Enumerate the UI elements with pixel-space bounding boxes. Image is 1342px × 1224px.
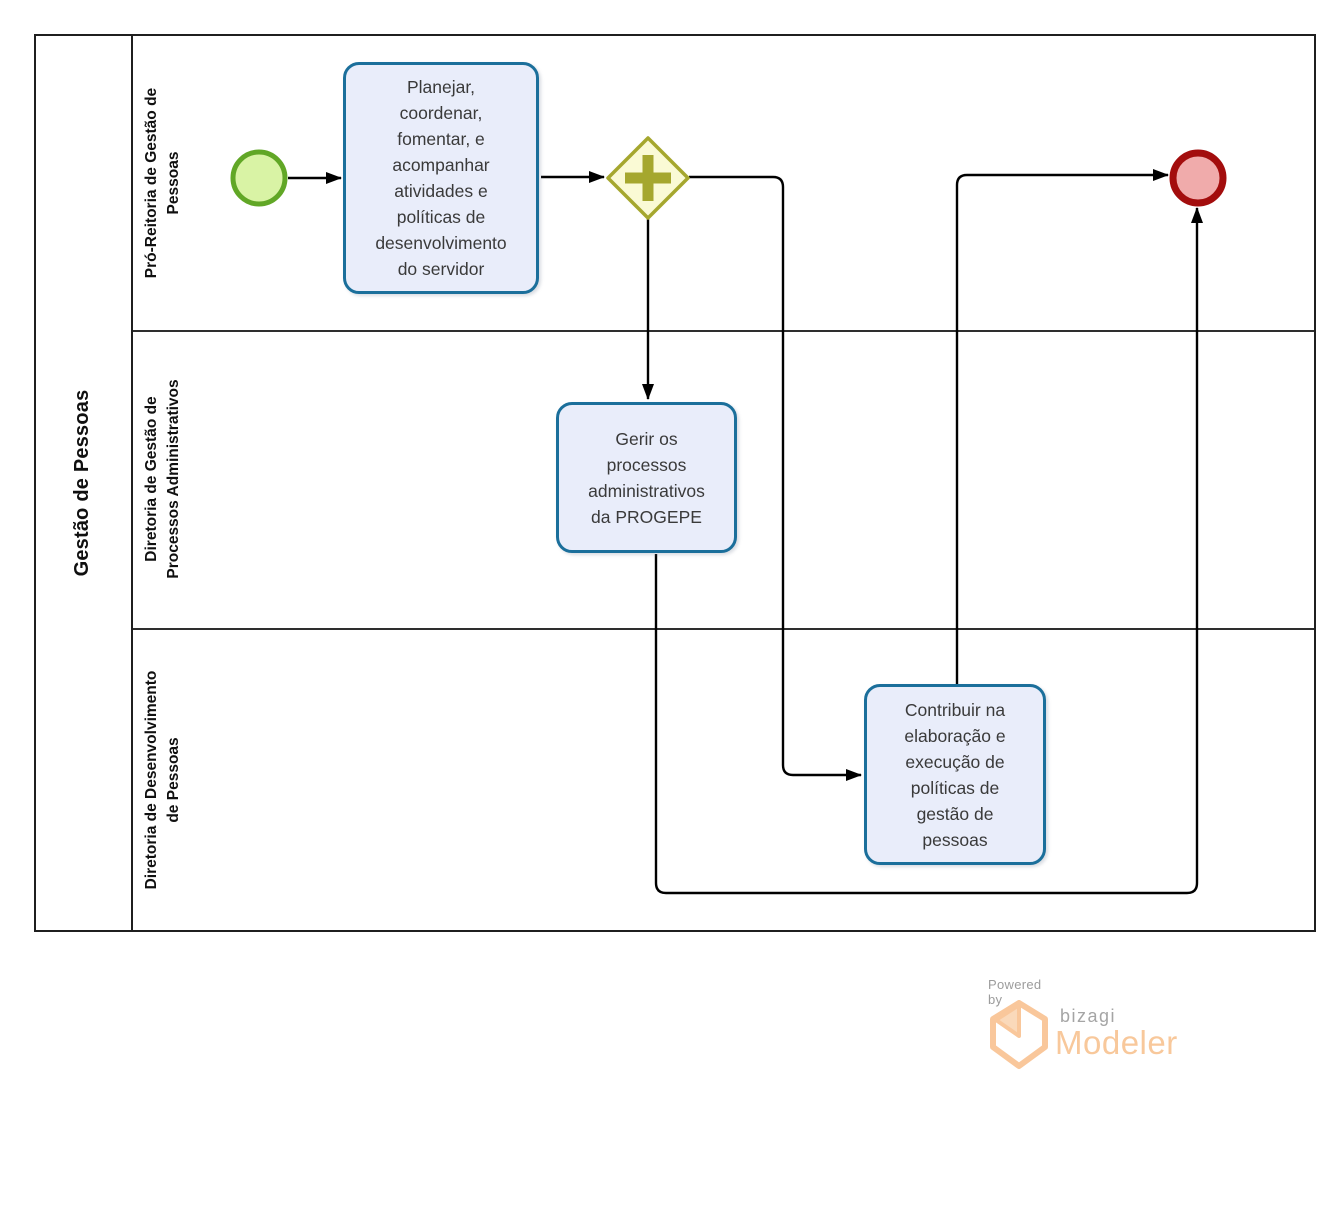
task-label-line: fomentar, e — [397, 129, 485, 149]
lane-label-gestao-processos: Diretoria de Gestão de Processos Adminis… — [138, 333, 188, 625]
lane-label-line: Diretoria de Desenvolvimento — [142, 670, 160, 890]
modeler-wordmark: Modeler — [1055, 1024, 1178, 1061]
task-label-line: Gerir os — [615, 428, 678, 449]
task-label-line: políticas de — [910, 777, 1000, 798]
lane-label-line: Diretoria de Gestão de — [142, 396, 160, 562]
lane-label-line: Processos Administrativos — [165, 379, 182, 579]
lane-label-line: Pró-Reitoria de Gestão de — [142, 87, 160, 279]
lane-label-line: de Pessoas — [165, 737, 182, 823]
task-planejar-coordenar: Planejar, coordenar, fomentar, e acompanhar… — [343, 62, 539, 294]
task-label-line: atividades e — [394, 181, 488, 201]
powered-by-label: Powered by — [988, 977, 1042, 1007]
task-label-line: processos — [606, 454, 687, 475]
lane-divider — [133, 628, 1314, 630]
plus-icon — [625, 155, 671, 201]
task-label-line: elaboração e — [904, 725, 1006, 746]
bizagi-logo-icon — [990, 1000, 1048, 1069]
task-label-line: administrativos — [588, 480, 705, 501]
task-label-line: acompanhar — [392, 155, 490, 175]
task-label-line: da PROGEPE — [591, 506, 702, 527]
start-event — [230, 149, 288, 207]
task-label-line: Contribuir na — [904, 699, 1006, 720]
pool-title: Gestão de Pessoas — [70, 389, 93, 577]
bizagi-wordmark: bizagi — [1060, 1006, 1117, 1026]
lane-label-pro-reitoria: Pró-Reitoria de Gestão de Pessoas — [138, 40, 188, 326]
lane-label-desenvolvimento: Diretoria de Desenvolvimento de Pessoas — [138, 632, 188, 928]
task-contribuir-politicas: Contribuir na elaboração e execução de polí… — [864, 684, 1046, 865]
task-label-line: coordenar, — [399, 103, 483, 123]
task-label-line: desenvolvimento — [375, 233, 507, 253]
task-label-line: execução de — [905, 751, 1005, 772]
task-label-line: gestão de — [916, 803, 994, 824]
lane-divider — [133, 330, 1314, 332]
pool-label-divider — [131, 34, 133, 932]
task-gerir-processos: Gerir os processos administrativos da PROGE… — [556, 402, 737, 553]
task-label-line: do servidor — [397, 259, 485, 279]
sequence-flow-task3-to-end — [955, 169, 1169, 684]
task-label-line: pessoas — [922, 829, 988, 850]
sequence-flow-task2-to-end — [654, 207, 1203, 895]
task-label-line: políticas de — [396, 207, 486, 227]
end-event — [1169, 149, 1227, 207]
task-label-line: Planejar, — [406, 77, 476, 97]
lane-label-line: Pessoas — [165, 151, 182, 215]
pool-border — [34, 34, 1316, 932]
sequence-flow-gateway-to-task3 — [689, 175, 862, 781]
